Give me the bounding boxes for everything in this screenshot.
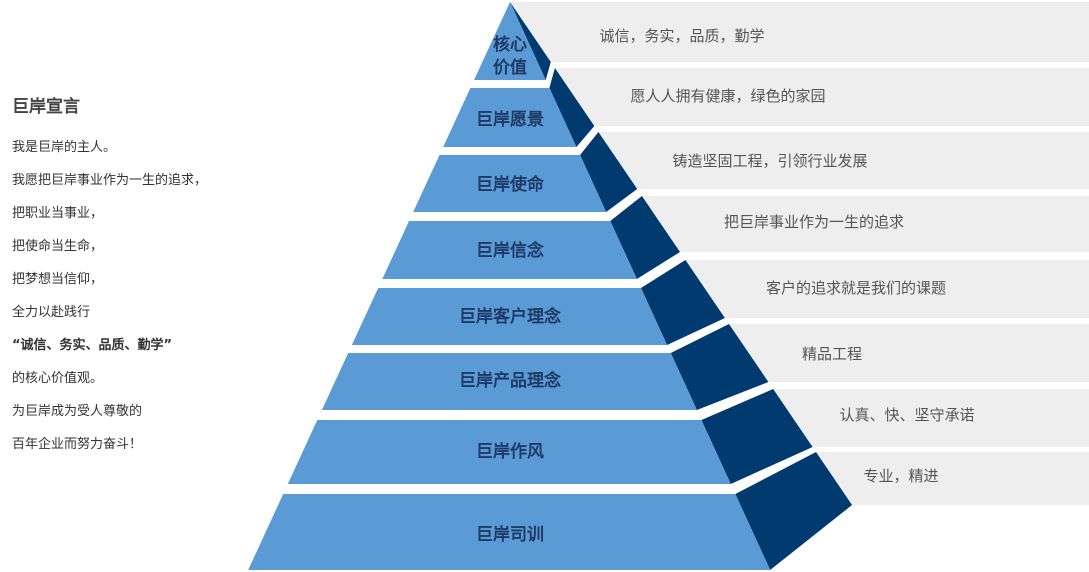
pyramid-tier	[474, 2, 546, 80]
tier-description: 诚信，务实，品质，勤学	[599, 27, 764, 45]
description-row	[685, 260, 1089, 318]
description-row	[641, 196, 1089, 252]
manifesto-line: 为巨岸成为受人尊敬的	[12, 404, 143, 419]
manifesto-line: “诚信、务实、品质、勤学”	[12, 338, 173, 353]
tier-label: 巨岸愿景	[476, 109, 544, 130]
tier-shadow	[549, 68, 595, 147]
manifesto-line: 把职业当事业，	[12, 206, 104, 221]
tier-label: 价值	[493, 57, 527, 78]
description-row	[816, 452, 1089, 505]
tier-label: 巨岸客户理念	[459, 306, 561, 327]
tier-label: 巨岸司训	[476, 524, 544, 545]
tier-shadow	[640, 260, 725, 345]
manifesto-line: 全力以赴践行	[12, 305, 91, 320]
tier-label: 巨岸信念	[476, 240, 544, 261]
description-row	[510, 2, 1089, 62]
description-row	[773, 389, 1089, 447]
description-row	[598, 132, 1089, 189]
tier-shadow	[670, 324, 769, 410]
tier-description: 客户的追求就是我们的课题	[766, 279, 946, 297]
tier-shadow	[610, 196, 680, 279]
tier-shadow	[701, 389, 813, 484]
manifesto-line: 的核心价值观。	[12, 371, 104, 386]
description-row	[728, 324, 1089, 382]
manifesto-line: 我是巨岸的主人。	[12, 140, 117, 155]
pyramid-tier	[321, 353, 697, 410]
tier-description: 把巨岸事业作为一生的追求	[724, 213, 904, 231]
manifesto-panel: 巨岸宣言 我是巨岸的主人。 我愿把巨岸事业作为一生的追求， 把职业当事业， 把使…	[12, 92, 207, 461]
tier-description: 精品工程	[802, 345, 862, 363]
tier-description: 愿人人拥有健康，绿色的家园	[630, 87, 825, 105]
tier-shadow	[510, 2, 551, 80]
description-row	[554, 68, 1089, 126]
pyramid-tier	[443, 88, 577, 147]
tier-label: 核心	[493, 34, 527, 55]
tier-label: 巨岸使命	[476, 174, 545, 195]
manifesto-title: 巨岸宣言	[12, 97, 80, 117]
pyramid-tier	[248, 494, 771, 570]
tier-shadow	[735, 452, 853, 570]
manifesto-line: 把使命当生命，	[12, 239, 104, 254]
pyramid-tier	[287, 420, 731, 484]
manifesto-line: 我愿把巨岸事业作为一生的追求，	[12, 173, 208, 188]
pyramid-tier	[351, 288, 668, 345]
manifesto-line: 把梦想当信仰，	[12, 272, 104, 287]
manifesto-line: 百年企业而努力奋斗！	[12, 437, 143, 452]
tier-label: 巨岸产品理念	[459, 370, 561, 391]
tier-shadow	[580, 132, 638, 212]
tier-description: 铸造坚固工程，引领行业发展	[672, 152, 867, 170]
tier-description: 专业，精进	[863, 467, 938, 485]
tier-label: 巨岸作风	[476, 441, 544, 462]
pyramid-tier	[413, 155, 607, 212]
tier-description: 认真、快、坚守承诺	[839, 406, 974, 424]
pyramid-tier	[382, 221, 637, 279]
